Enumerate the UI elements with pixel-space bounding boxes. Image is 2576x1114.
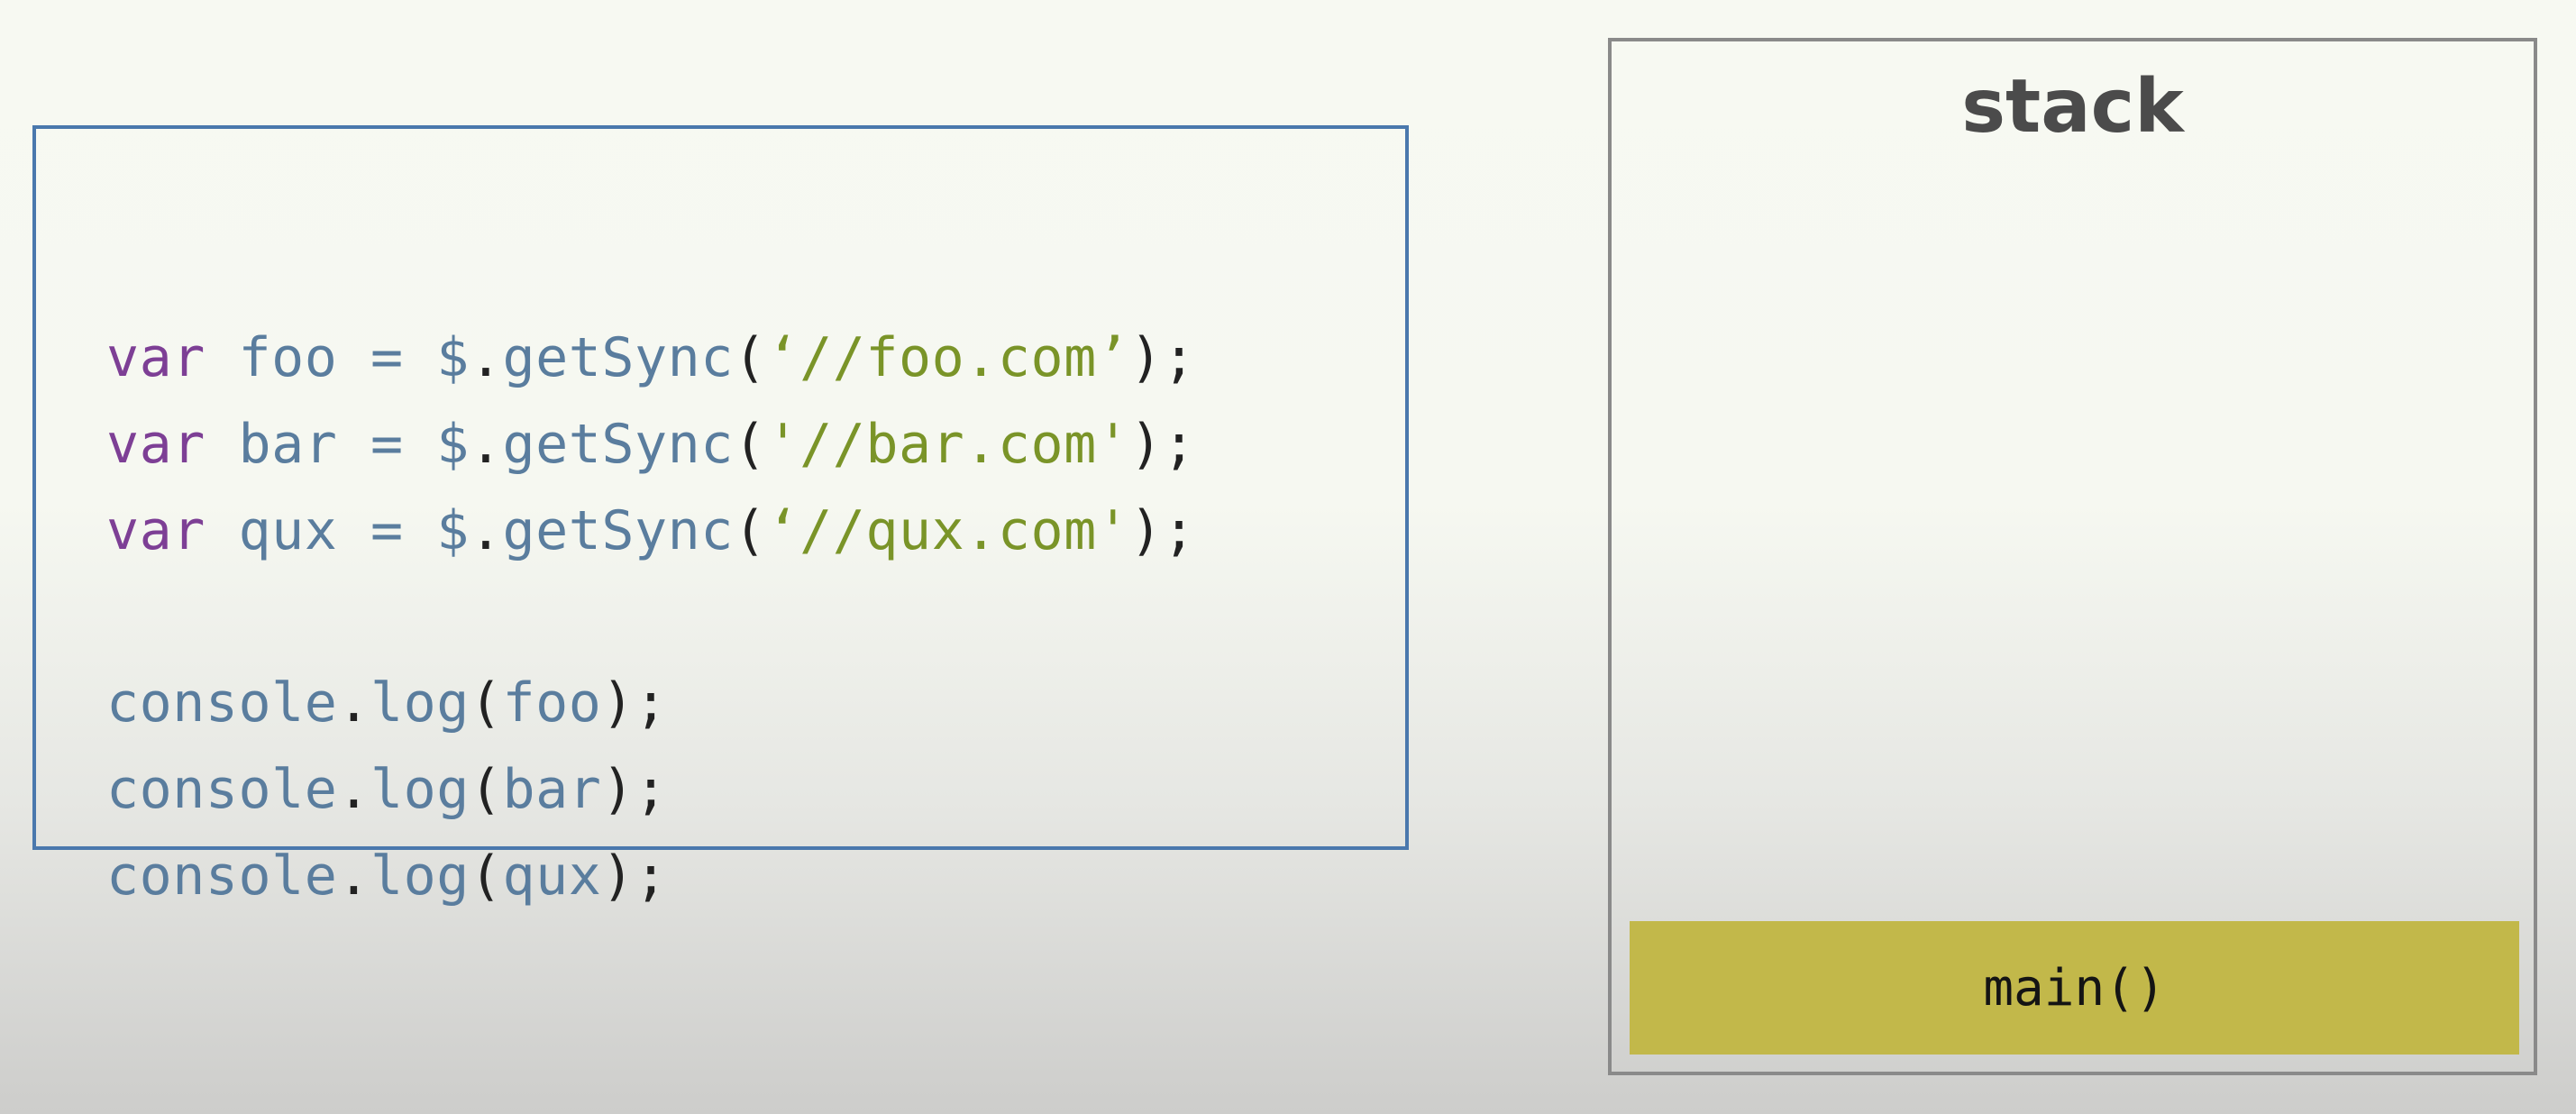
code-token: log: [370, 671, 470, 735]
code-token: $: [436, 499, 470, 562]
code-token: [337, 413, 370, 476]
code-token: $: [436, 413, 470, 476]
code-token: (: [469, 671, 503, 735]
code-token: (: [469, 758, 503, 821]
stack-title: stack: [1961, 64, 2184, 150]
code-token: .: [469, 413, 503, 476]
code-token: var: [106, 413, 206, 476]
code-token: );: [1129, 326, 1196, 389]
code-token: [337, 499, 370, 562]
code-token: =: [370, 326, 404, 389]
stack-frame-label: main(): [1983, 958, 2166, 1018]
code-token: [206, 499, 239, 562]
code-token: qux: [238, 499, 338, 562]
code-token: var: [106, 499, 206, 562]
code-token: getSync: [502, 413, 734, 476]
code-token: [337, 326, 370, 389]
code-token: =: [370, 499, 404, 562]
code-token: [404, 326, 437, 389]
code-token: var: [106, 326, 206, 389]
code-line-4: console.log(foo);: [106, 671, 668, 735]
code-token: [404, 499, 437, 562]
code-token: .: [337, 671, 370, 735]
code-line-3: var qux = $.getSync(‘//qux.com');: [106, 499, 1196, 562]
code-token: bar: [238, 413, 338, 476]
stack-frame-main: main(): [1630, 921, 2519, 1055]
code-token: $: [436, 326, 470, 389]
code-panel: var foo = $.getSync(‘//foo.com’); var ba…: [32, 125, 1409, 908]
stack-panel: stack main(): [1608, 38, 2537, 1075]
code-line-2: var bar = $.getSync('//bar.com');: [106, 413, 1196, 476]
code-token: );: [1129, 499, 1196, 562]
code-token: [206, 326, 239, 389]
code-token: =: [370, 413, 404, 476]
code-token: getSync: [502, 499, 734, 562]
code-token: .: [469, 326, 503, 389]
code-line-5: console.log(bar);: [106, 758, 668, 821]
code-token: );: [601, 671, 668, 735]
code-token: log: [370, 758, 470, 821]
code-token: (: [733, 326, 767, 389]
code-line-6: console.log(qux);: [106, 845, 668, 908]
code-token: getSync: [502, 326, 734, 389]
code-token: [404, 413, 437, 476]
code-token: '//bar.com': [766, 413, 1130, 476]
code-token: (: [469, 845, 503, 908]
code-token: console: [106, 845, 338, 908]
code-token: console: [106, 758, 338, 821]
code-line-1: var foo = $.getSync(‘//foo.com’);: [106, 326, 1196, 389]
code-token: (: [733, 499, 767, 562]
code-token: foo: [238, 326, 338, 389]
code-token: .: [337, 845, 370, 908]
code-token: .: [337, 758, 370, 821]
code-token: );: [601, 845, 668, 908]
code-token: bar: [502, 758, 602, 821]
code-token: [206, 413, 239, 476]
code-token: foo: [502, 671, 602, 735]
code-token: ‘//qux.com': [766, 499, 1130, 562]
code-token: qux: [502, 845, 602, 908]
code-token: (: [733, 413, 767, 476]
code-token: ‘//foo.com’: [766, 326, 1130, 389]
code-token: );: [601, 758, 668, 821]
code-token: );: [1129, 413, 1196, 476]
code-token: .: [469, 499, 503, 562]
code-token: log: [370, 845, 470, 908]
code-token: console: [106, 671, 338, 735]
